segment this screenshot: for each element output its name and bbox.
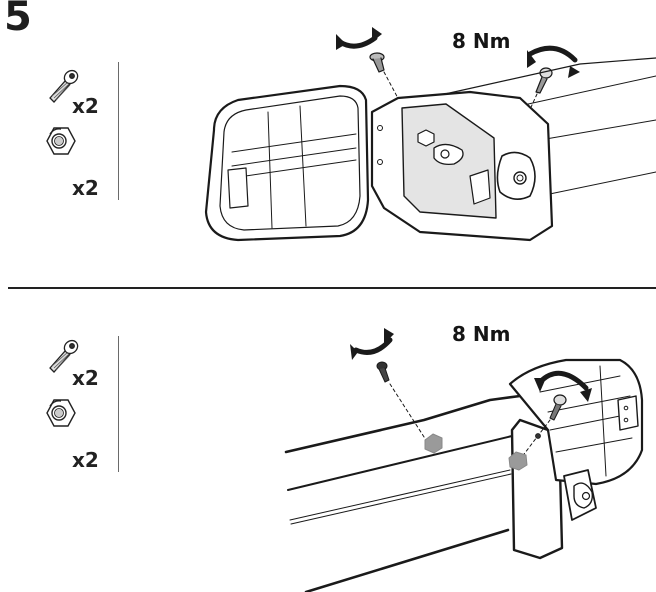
parts-list-top: x2 x2 xyxy=(20,58,140,208)
hex-nut-icon xyxy=(46,127,76,155)
quantity-bolt-top: x2 xyxy=(72,94,99,118)
bolt-icon xyxy=(49,69,79,103)
end-cap-open-illustration xyxy=(204,27,656,242)
parts-list-bottom: x2 x2 xyxy=(20,330,140,480)
step-separator xyxy=(8,287,656,289)
quantity-bolt-bottom: x2 xyxy=(72,366,99,390)
parts-divider-top xyxy=(118,62,119,200)
rotate-arrow-icon xyxy=(337,35,378,49)
torque-label-bottom: 8 Nm xyxy=(452,322,511,346)
end-cap-closed-illustration xyxy=(284,328,644,592)
quantity-nut-top: x2 xyxy=(72,176,99,200)
quantity-nut-bottom: x2 xyxy=(72,448,99,472)
step-number: 5 xyxy=(4,0,32,40)
hex-nut-icon xyxy=(46,399,76,427)
parts-divider-bottom xyxy=(118,336,119,472)
torque-label-top: 8 Nm xyxy=(452,29,511,53)
bolt-icon xyxy=(49,339,79,373)
